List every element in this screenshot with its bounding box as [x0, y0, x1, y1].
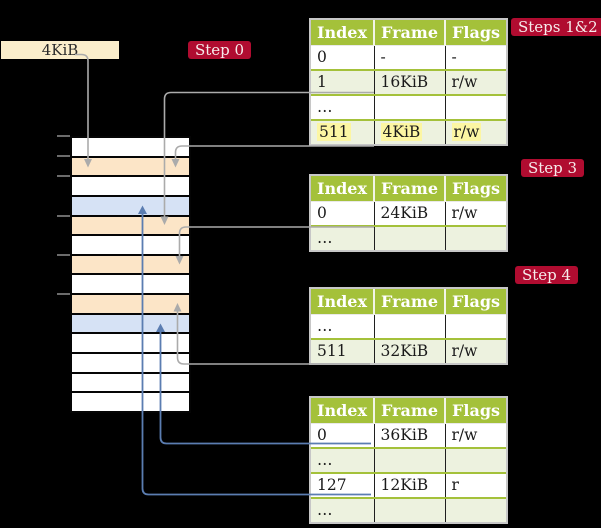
table-cell [444, 447, 507, 473]
table-row: 1 16KiB r/w [311, 69, 507, 95]
badge-step-4: Step 4 [515, 266, 579, 284]
table-row: 511 32KiB r/w [311, 338, 507, 363]
table-row: … [311, 225, 507, 250]
column-header-flags: Flags [444, 398, 507, 424]
table-cell: r [444, 472, 507, 498]
column-header-flags: Flags [444, 176, 507, 202]
memory-frame-row [72, 155, 189, 176]
table-cell: 24KiB [373, 201, 446, 226]
column-header-frame: Frame [373, 176, 446, 202]
memory-frame-row [72, 214, 189, 235]
column-header-frame: Frame [373, 20, 446, 46]
table-cell: … [311, 497, 375, 522]
table-cell: … [311, 94, 375, 120]
memory-frame-row [72, 234, 189, 254]
column-header-index: Index [311, 20, 375, 46]
memory-frame-row [72, 138, 189, 156]
table-row: 0 36KiB r/w [311, 423, 507, 448]
page-table-final-level: Index Frame Flags 0 36KiB r/w … 127 [309, 396, 509, 524]
table-cell: 1 [311, 69, 375, 95]
column-header-frame: Frame [373, 398, 446, 424]
memory-frame-row [72, 352, 189, 372]
table-cell: r/w [444, 119, 507, 144]
table-cell [373, 314, 446, 339]
table-row: 0 24KiB r/w [311, 201, 507, 226]
table-header-row: Index Frame Flags [311, 289, 507, 315]
physical-memory-column [70, 136, 191, 413]
memory-frame-row [72, 371, 189, 392]
table-row-highlighted: 511 4KiB r/w [311, 119, 507, 144]
column-header-index: Index [311, 289, 375, 315]
table-header-row: Index Frame Flags [311, 20, 507, 46]
table-cell: 0 [311, 201, 375, 226]
table-cell: 127 [311, 472, 375, 498]
badge-step-3: Step 3 [521, 159, 585, 177]
memory-frame-row [72, 293, 189, 313]
memory-frame-row [72, 332, 189, 353]
table-row: … [311, 94, 507, 120]
badge-step-0: Step 0 [188, 41, 252, 59]
table-cell: r/w [444, 338, 507, 363]
frame-size-box: 4KiB [1, 41, 119, 59]
table-cell: 4KiB [373, 119, 446, 144]
table-cell [444, 497, 507, 522]
highlighted-value: r/w [451, 123, 482, 141]
column-header-frame: Frame [373, 289, 446, 315]
table-cell: … [311, 225, 375, 250]
table-cell: - [373, 45, 446, 70]
badge-steps-1-2: Steps 1&2 [511, 18, 601, 36]
memory-frame-row [72, 253, 189, 274]
memory-frame-row [72, 312, 189, 333]
frame-size-label: 4KiB [41, 41, 79, 59]
table-cell [444, 94, 507, 120]
table-cell [373, 225, 446, 250]
table-cell [373, 94, 446, 120]
table-cell: 16KiB [373, 69, 446, 95]
table-cell: … [311, 447, 375, 473]
table-header-row: Index Frame Flags [311, 398, 507, 424]
table-cell: - [444, 45, 507, 70]
table-cell: 0 [311, 45, 375, 70]
connector-table1-entry511-to-frame [174, 145, 374, 159]
memory-frame-row [72, 273, 189, 294]
table-row: … [311, 497, 507, 522]
table-cell: r/w [444, 201, 507, 226]
table-cell: 36KiB [373, 423, 446, 448]
table-cell: 511 [311, 338, 375, 363]
column-header-flags: Flags [444, 289, 507, 315]
column-header-index: Index [311, 398, 375, 424]
table-cell: 32KiB [373, 338, 446, 363]
highlighted-value: 4KiB [380, 123, 423, 141]
table-cell [444, 314, 507, 339]
page-table-step-3: Index Frame Flags 0 24KiB r/w … [309, 174, 509, 252]
memory-frame-row [72, 391, 189, 411]
table-row: 0 - - [311, 45, 507, 70]
highlighted-value: 511 [317, 123, 351, 141]
table-row: … [311, 447, 507, 473]
table-cell: r/w [444, 69, 507, 95]
table-cell [373, 497, 446, 522]
table-cell: r/w [444, 423, 507, 448]
table-cell: … [311, 314, 375, 339]
table-cell [444, 225, 507, 250]
table-cell: 511 [311, 119, 375, 144]
table-cell: 0 [311, 423, 375, 448]
column-header-index: Index [311, 176, 375, 202]
page-table-steps-1-2: Index Frame Flags 0 - - 1 16KiB r/w … [309, 18, 509, 146]
page-table-step-4: Index Frame Flags … 511 32KiB r/w [309, 287, 509, 365]
frame-boundary-ticks [57, 135, 70, 295]
memory-frame-row [72, 175, 189, 195]
table-header-row: Index Frame Flags [311, 176, 507, 202]
table-row: … [311, 314, 507, 339]
memory-frame-row [72, 194, 189, 215]
column-header-flags: Flags [444, 20, 507, 46]
table-row: 127 12KiB r [311, 472, 507, 498]
table-cell: 12KiB [373, 472, 446, 498]
table-cell [373, 447, 446, 473]
